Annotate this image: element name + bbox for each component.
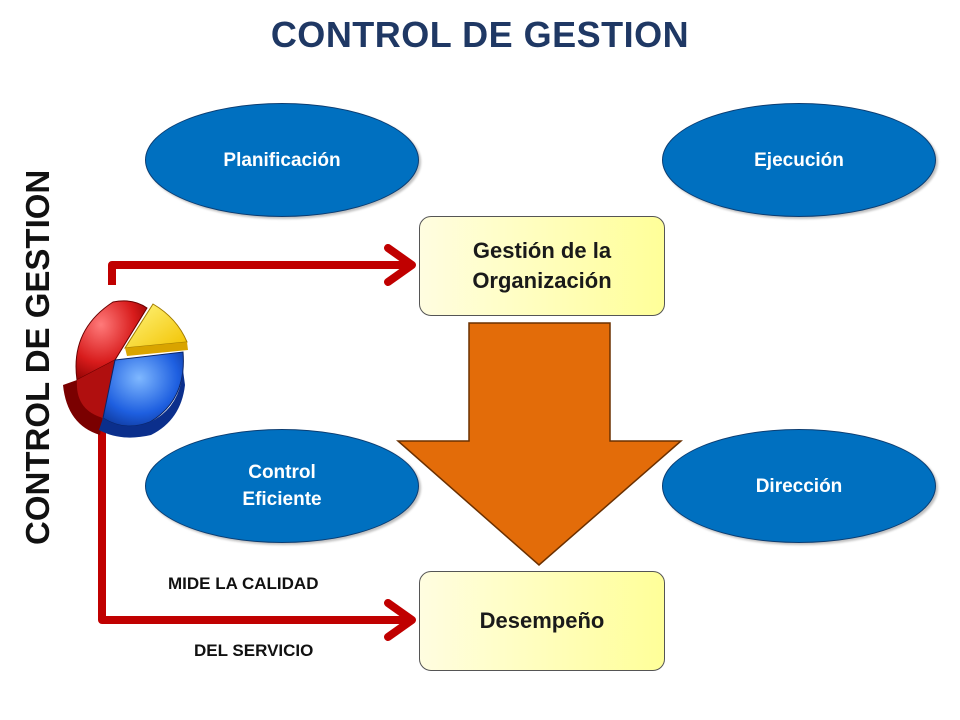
pie-chart-icon (63, 300, 188, 438)
note-mide-calidad: MIDE LA CALIDAD (168, 574, 319, 593)
gestion-line2: Organización (472, 268, 612, 293)
arrowhead-desempeno (384, 599, 416, 641)
gestion-label: Gestión de la Organización (472, 236, 611, 296)
direccion-label: Dirección (755, 475, 843, 497)
planificacion-label: Planificación (223, 149, 341, 171)
ejecucion-label: Ejecución (754, 149, 844, 171)
ellipse-control-eficiente: Control Eficiente (145, 429, 419, 543)
ellipse-ejecucion: Ejecución (662, 103, 936, 217)
control-eficiente-label: Control Eficiente (242, 459, 321, 513)
vertical-label: CONTROL DE GESTION (19, 169, 56, 545)
note-del-servicio: DEL SERVICIO (194, 641, 314, 660)
arrow-to-gestion (108, 261, 410, 285)
down-arrow (396, 322, 683, 566)
control-line2: Eficiente (242, 489, 322, 510)
ellipse-planificacion: Planificación (145, 103, 419, 217)
desempeno-label: Desempeño (479, 608, 605, 633)
box-desempeno: Desempeño (419, 571, 665, 671)
arrow-to-desempeno (98, 426, 410, 624)
arrowhead-gestion (384, 244, 416, 286)
ellipse-direccion: Dirección (662, 429, 936, 543)
gestion-line1: Gestión de la (472, 238, 612, 263)
control-line1: Control (248, 462, 316, 483)
box-gestion-organizacion: Gestión de la Organización (419, 216, 665, 316)
page-title: CONTROL DE GESTION (270, 14, 690, 55)
